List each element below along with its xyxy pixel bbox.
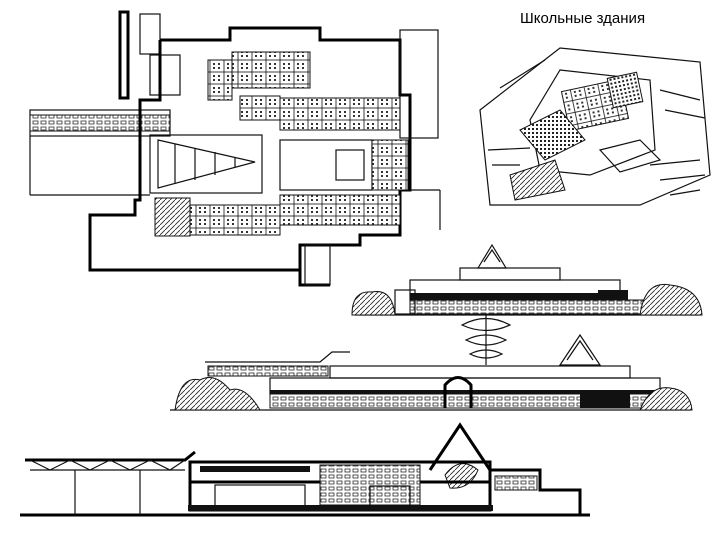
building-section [20,422,590,517]
slide-title: Школьные здания [520,10,646,27]
tree-sketch [460,315,512,365]
floor-plan [29,10,441,287]
elevation-1 [351,243,703,316]
elevation-2 [170,333,693,411]
axonometric-view [479,47,711,206]
